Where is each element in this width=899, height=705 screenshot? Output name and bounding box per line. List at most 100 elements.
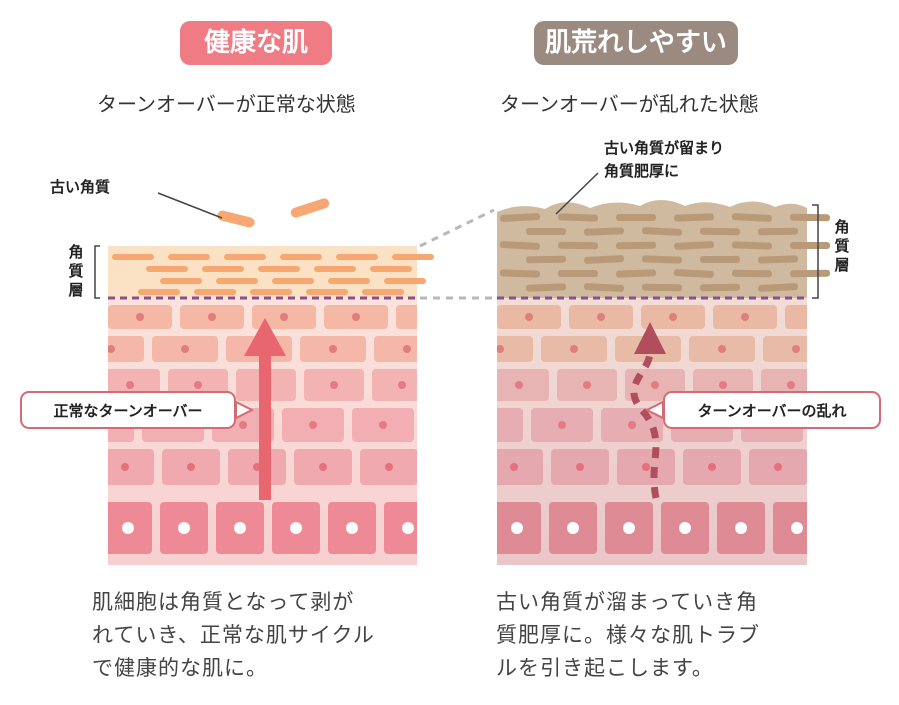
stratum-label-left: 角 質 層 [66, 243, 86, 300]
cell-nucleus [669, 313, 677, 321]
stratum-label-char: 質 [834, 237, 850, 255]
keratin-flake [362, 289, 404, 295]
cell-nucleus [558, 421, 566, 429]
skin-cell [497, 408, 523, 442]
cell-nucleus [402, 522, 414, 534]
keratin-flake [526, 255, 567, 264]
keratin-flake [336, 254, 378, 260]
cell-nucleus [651, 381, 659, 389]
skin-cell [374, 336, 417, 362]
cell-nucleus [122, 522, 134, 534]
cell-nucleus [488, 421, 496, 429]
skin-cell [497, 336, 533, 362]
cell-nucleus [623, 522, 635, 534]
cell-nucleus [330, 381, 338, 389]
keratin-flake [674, 241, 715, 250]
keratin-flake [758, 255, 799, 264]
stratum-label-char: 角 [68, 243, 84, 261]
keratin-flake [700, 256, 740, 263]
keratin-flake [584, 227, 625, 236]
old-keratin-label-left: 古い角質 [50, 178, 111, 196]
skin-cell [108, 336, 144, 362]
keratin-flake [272, 278, 314, 284]
rough-subtitle: ターンオーバーが乱れた状態 [500, 92, 759, 116]
cell-nucleus [576, 463, 584, 471]
keratin-flake [168, 254, 210, 260]
cell-nucleus [403, 345, 411, 353]
cell-nucleus [234, 522, 246, 534]
cell-nucleus [108, 345, 115, 353]
description-line: れていき、正常な肌サイクル [92, 623, 375, 647]
cell-nucleus [741, 313, 749, 321]
cell-nucleus [510, 463, 518, 471]
shedding-flake [290, 198, 330, 218]
keratin-flake [790, 269, 831, 278]
disordered-arrow-path [630, 351, 660, 499]
cell-nucleus [511, 522, 523, 534]
keratin-flake [699, 227, 740, 236]
cell-nucleus [718, 345, 726, 353]
cell-nucleus [398, 381, 406, 389]
cell-nucleus [642, 463, 650, 471]
cell-nucleus [774, 463, 782, 471]
skin-cell [372, 369, 417, 401]
leader-line-right [555, 172, 599, 215]
keratin-flake [138, 289, 180, 295]
keratin-flake [306, 289, 348, 295]
connector-top [419, 208, 495, 248]
cell-nucleus [319, 463, 327, 471]
cell-nucleus [280, 313, 288, 321]
cell-nucleus [525, 313, 533, 321]
cell-nucleus [570, 345, 578, 353]
description-line: 古い角質が溜まっていき角 [496, 590, 759, 614]
keratin-flake [673, 269, 714, 278]
stratum-label-char: 層 [834, 256, 850, 274]
keratin-flake [160, 278, 202, 284]
keratin-flake [731, 213, 772, 222]
skin-cell [763, 336, 807, 362]
keratin-flake [384, 278, 426, 284]
turnover-arrow-head [244, 318, 286, 356]
old-keratin-label-right-line1: 古い角質が留まり [604, 139, 725, 157]
cell-nucleus [352, 313, 360, 321]
healthy-description: 肌細胞は角質となって剥が れていき、正常な肌サイクル で健康的な肌に。 [92, 586, 452, 685]
leader-line-left [157, 192, 223, 219]
keratin-flake [789, 213, 830, 222]
description-line: で健康的な肌に。 [92, 656, 268, 680]
rough-keratin-flakes [499, 213, 831, 292]
keratin-flake [280, 254, 322, 260]
keratin-flake [499, 269, 540, 278]
stratum-label-char: 質 [68, 262, 84, 280]
keratin-flake [558, 270, 598, 277]
stratum-label-right: 角 質 層 [832, 218, 852, 275]
cell-nucleus [346, 522, 358, 534]
keratin-flake [583, 283, 624, 292]
cell-nucleus [424, 313, 432, 321]
old-keratin-label-right-line2: 角質肥厚に [604, 162, 680, 180]
keratin-flake [392, 254, 434, 260]
disordered-arrow-head [634, 322, 666, 354]
callout-left-tail [235, 400, 255, 420]
keratin-flake [616, 214, 656, 221]
healthy-skin-badge: 健康な肌 [180, 21, 332, 65]
rough-description: 古い角質が溜まっていき角 質肥厚に。様々な肌トラブ ルを引き起こします。 [496, 586, 866, 685]
keratin-flake [557, 241, 598, 250]
cell-nucleus [497, 345, 504, 353]
cell-nucleus [791, 522, 803, 534]
keratin-flake [258, 266, 300, 272]
keratin-flake [112, 254, 154, 260]
stratum-label-char: 層 [68, 281, 84, 299]
keratin-flake [790, 242, 830, 249]
keratin-flake [557, 213, 598, 222]
keratin-flake [616, 241, 657, 250]
cell-nucleus [187, 463, 195, 471]
cell-nucleus [735, 522, 747, 534]
skin-cell [785, 305, 807, 329]
stratum-bracket-left [94, 245, 100, 299]
cell-nucleus [813, 313, 821, 321]
keratin-flake [731, 269, 772, 278]
cell-nucleus [121, 463, 129, 471]
cell-nucleus [178, 522, 190, 534]
keratin-flake [758, 283, 799, 292]
keratin-flake [216, 278, 258, 284]
